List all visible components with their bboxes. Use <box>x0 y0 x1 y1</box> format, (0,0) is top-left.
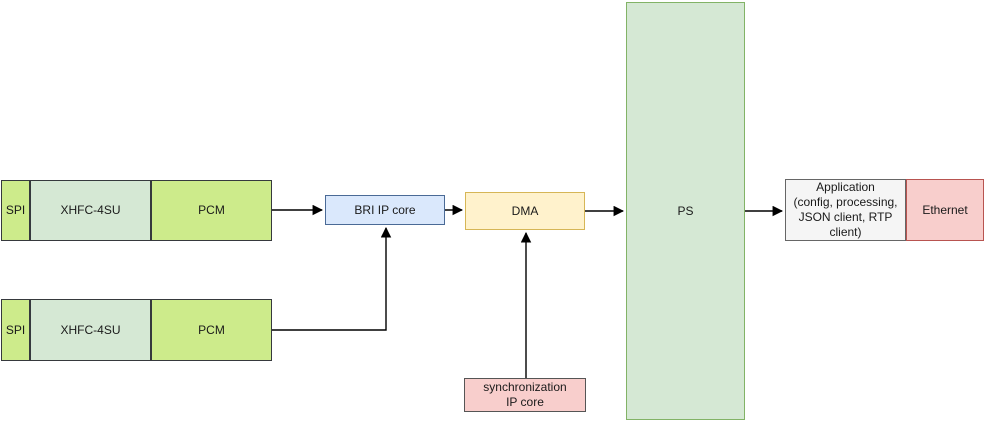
block-synchronization-ip-core-label: synchronization IP core <box>483 380 567 409</box>
block-pcm-bottom: PCM <box>151 299 272 361</box>
block-pcm-top-label: PCM <box>198 203 225 217</box>
block-dma-label: DMA <box>511 203 539 218</box>
block-pcm-bottom-label: PCM <box>198 322 225 337</box>
block-ethernet: Ethernet <box>906 179 984 241</box>
block-application: Application (config, processing, JSON cl… <box>785 179 906 241</box>
block-application-label: Application (config, processing, JSON cl… <box>793 180 898 239</box>
block-synchronization-ip-core: synchronization IP core <box>464 378 586 412</box>
arrow-pcm-bottom-to-bri <box>272 226 392 331</box>
block-spi-top-label: SPI <box>5 203 26 217</box>
block-dma: DMA <box>465 192 585 230</box>
block-xhfc-4su-top: XHFC-4SU <box>30 180 151 241</box>
block-xhfc-4su-bottom: XHFC-4SU <box>30 299 151 361</box>
block-spi-top: SPI <box>1 180 30 241</box>
block-ethernet-label: Ethernet <box>922 202 968 217</box>
block-xhfc-4su-top-label: XHFC-4SU <box>60 203 121 217</box>
block-pcm-top: PCM <box>151 180 272 241</box>
block-spi-bottom: SPI <box>1 299 30 361</box>
block-xhfc-4su-bottom-label: XHFC-4SU <box>60 322 121 337</box>
block-bri-ip-core: BRI IP core <box>325 195 445 225</box>
block-ps-label: PS <box>677 203 694 218</box>
block-spi-bottom-label: SPI <box>5 322 26 337</box>
block-ps: PS <box>626 2 745 420</box>
block-bri-ip-core-label: BRI IP core <box>354 202 416 217</box>
